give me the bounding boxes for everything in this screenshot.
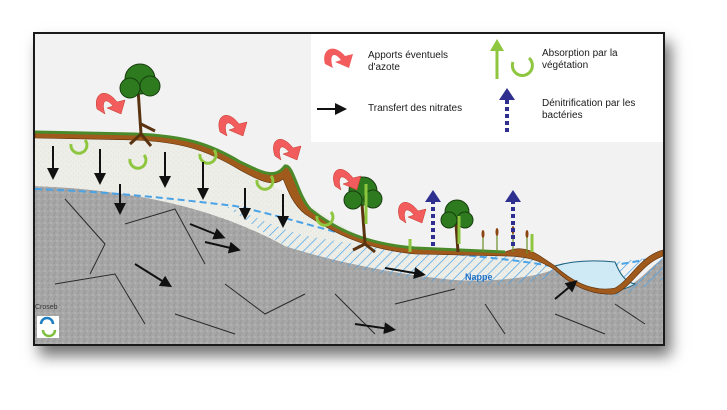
tree-right bbox=[440, 199, 474, 253]
groundwater-zone bbox=[225, 206, 663, 296]
legend-nitrogen-input-label: Apports éventuels d'azote bbox=[368, 50, 449, 73]
legend-red-arrow-icon bbox=[324, 48, 353, 68]
grass-surface bbox=[35, 130, 506, 254]
denitrification-arrows bbox=[431, 202, 515, 246]
tree-left bbox=[119, 63, 161, 147]
sediment-layer bbox=[35, 134, 560, 281]
legend-blue-dashed-icon bbox=[499, 88, 515, 132]
nitrate-cycle-diagram bbox=[35, 34, 663, 344]
nitrogen-input-arrows bbox=[95, 92, 427, 224]
diagram-frame: Apports éventuels d'azote Transfert des … bbox=[33, 32, 665, 346]
vegetation-absorption-symbols bbox=[69, 139, 534, 252]
croseb-logo-icon bbox=[37, 316, 59, 338]
denitrification-arrow-heads bbox=[425, 190, 521, 202]
water-table-label: Nappe bbox=[465, 272, 493, 282]
legend-nitrate-transfer-label: Transfert des nitrates bbox=[368, 103, 463, 114]
rock-fractures bbox=[54, 198, 646, 335]
legend-absorption-label: Absorption par la végétation bbox=[542, 48, 618, 71]
nitrate-transfer-arrows bbox=[47, 146, 578, 335]
legend-green-absorption-icon bbox=[490, 39, 534, 79]
legend-denitrification-label: Dénitrification par les bactéries bbox=[542, 98, 636, 121]
logo-text: Croseb bbox=[35, 304, 58, 311]
legend-box bbox=[311, 34, 663, 142]
